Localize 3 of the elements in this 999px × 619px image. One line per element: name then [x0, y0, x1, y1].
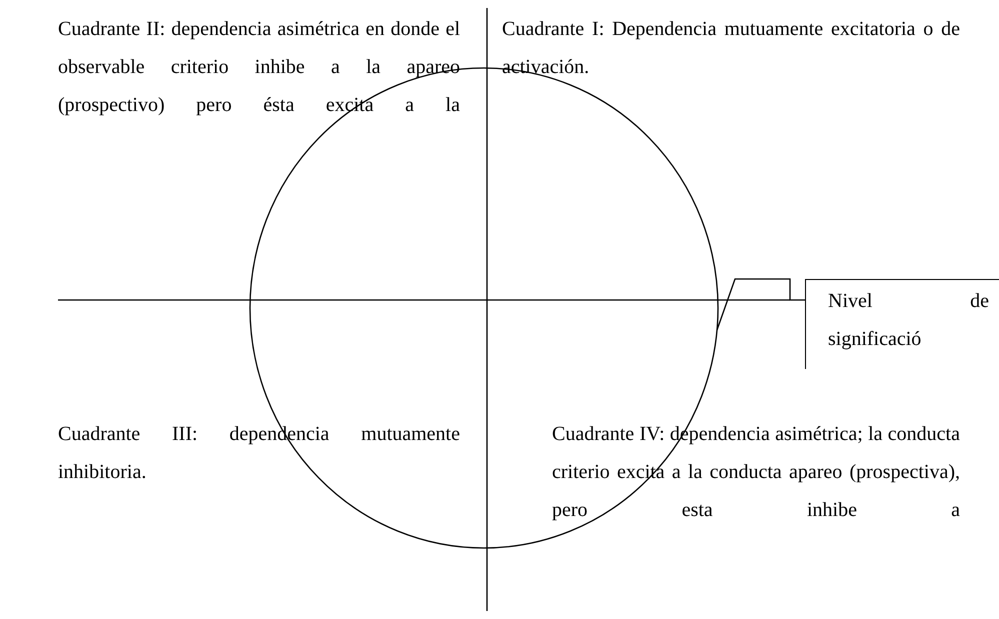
callout-box: Nivel de significació [805, 279, 999, 369]
leader-line [716, 278, 805, 330]
quadrant-text: Cuadrante I: Dependencia mutuamente excitatoria o de activación. [502, 10, 960, 86]
